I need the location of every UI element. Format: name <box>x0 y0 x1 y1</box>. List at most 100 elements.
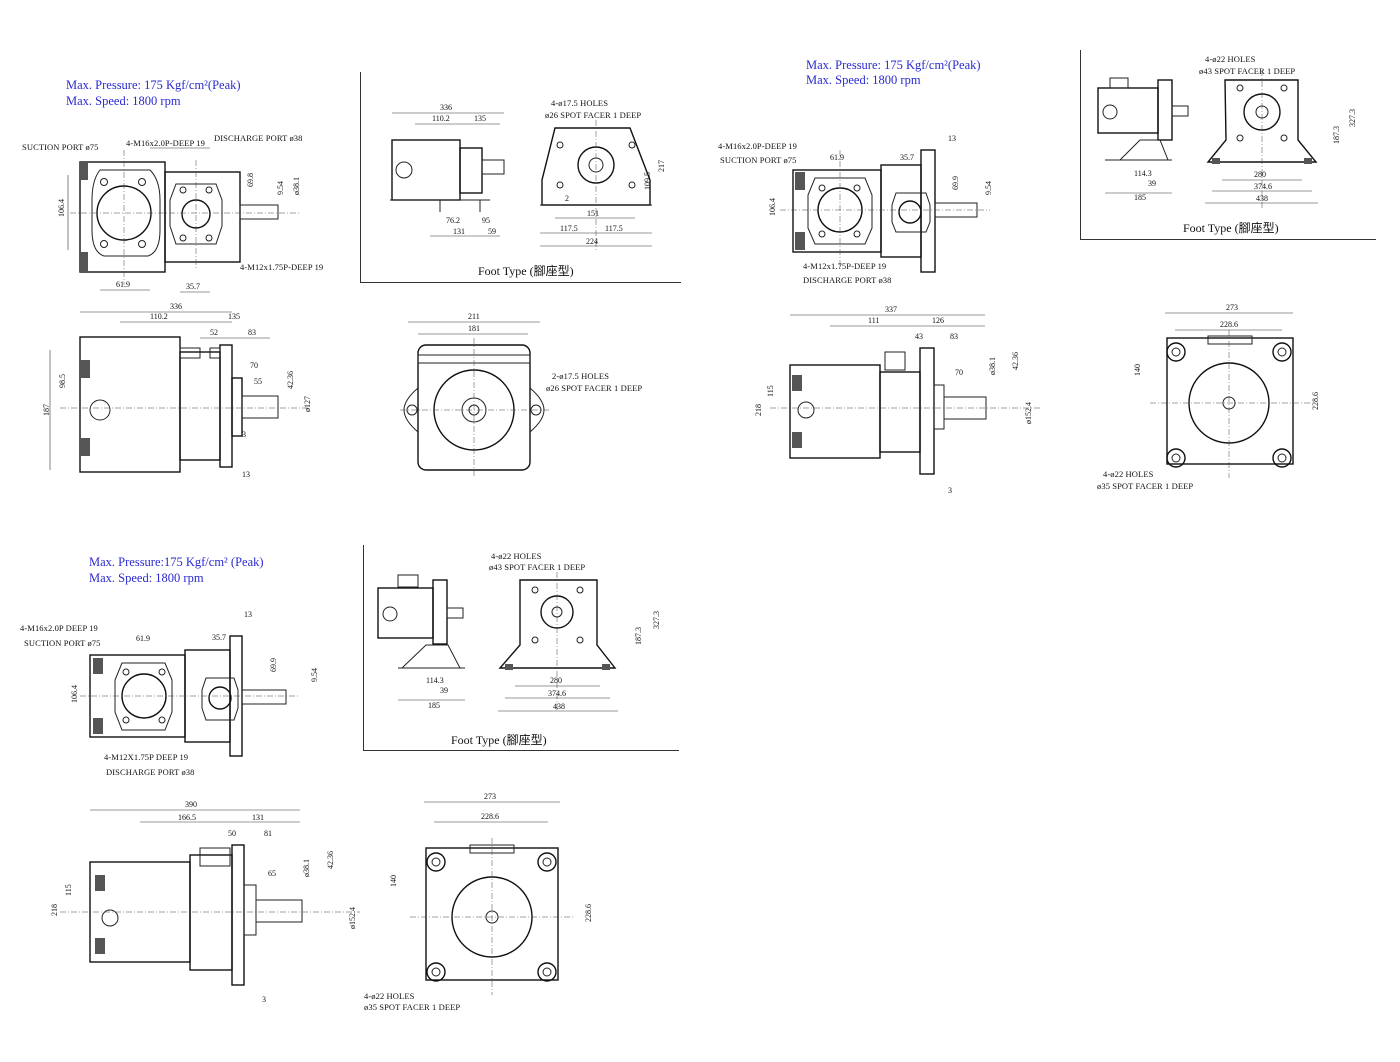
svg-text:374.6: 374.6 <box>548 689 566 698</box>
svg-text:70: 70 <box>250 361 258 370</box>
svg-text:211: 211 <box>468 312 480 321</box>
svg-text:81: 81 <box>264 829 272 838</box>
label-m16-thread: 4-M16x2.0P-DEEP 19 <box>126 138 205 148</box>
foot-type-caption: Foot Type (腳座型) <box>451 733 547 747</box>
label-foot-spotface: ø43 SPOT FACER 1 DEEP <box>489 562 586 572</box>
b3-flange-view: 273 228.6 140 228.6 <box>389 792 593 995</box>
svg-text:117.5: 117.5 <box>560 224 578 233</box>
svg-text:35.7: 35.7 <box>186 282 200 291</box>
label-foot-spotface: ø43 SPOT FACER 1 DEEP <box>1199 66 1296 76</box>
svg-text:131: 131 <box>252 813 264 822</box>
svg-text:9.54: 9.54 <box>984 181 993 195</box>
svg-text:115: 115 <box>766 385 775 397</box>
svg-text:55: 55 <box>254 377 262 386</box>
label-discharge-port: DISCHARGE PORT ø38 <box>214 133 303 143</box>
svg-text:228.6: 228.6 <box>584 904 593 922</box>
svg-text:2: 2 <box>565 194 569 203</box>
svg-text:273: 273 <box>1226 303 1238 312</box>
b1-flange-view: 211 181 <box>400 312 550 478</box>
spec-speed: Max. Speed: 1800 rpm <box>66 94 181 108</box>
svg-text:187.3: 187.3 <box>1332 126 1341 144</box>
svg-text:181: 181 <box>468 324 480 333</box>
svg-text:95: 95 <box>482 216 490 225</box>
svg-text:42.36: 42.36 <box>326 851 335 869</box>
svg-text:126: 126 <box>932 316 944 325</box>
svg-text:59: 59 <box>488 227 496 236</box>
svg-text:135: 135 <box>228 312 240 321</box>
label-suction-port: SUCTION PORT ø75 <box>720 155 797 165</box>
label-m12-thread: 4-M12x1.75P-DEEP 19 <box>803 261 887 271</box>
svg-text:83: 83 <box>248 328 256 337</box>
foot-type-box <box>363 545 679 751</box>
svg-text:9.54: 9.54 <box>310 668 319 682</box>
svg-text:61.9: 61.9 <box>116 280 130 289</box>
svg-text:69.8: 69.8 <box>246 173 255 187</box>
svg-text:42.36: 42.36 <box>286 371 295 389</box>
label-foot-holes: 4-ø22 HOLES <box>491 551 542 561</box>
svg-text:3: 3 <box>262 995 266 1004</box>
svg-text:69.9: 69.9 <box>269 658 278 672</box>
svg-text:109.5: 109.5 <box>643 172 652 190</box>
svg-text:98.5: 98.5 <box>58 374 67 388</box>
svg-text:13: 13 <box>948 134 956 143</box>
label-foot-holes: 4-ø17.5 HOLES <box>551 98 609 108</box>
svg-text:280: 280 <box>1254 170 1266 179</box>
svg-text:218: 218 <box>50 904 59 916</box>
spec-pressure: Max. Pressure:175 Kgf/cm² (Peak) <box>89 555 264 569</box>
svg-text:438: 438 <box>1256 194 1268 203</box>
svg-text:438: 438 <box>553 702 565 711</box>
svg-text:374.6: 374.6 <box>1254 182 1272 191</box>
svg-text:42.36: 42.36 <box>1011 352 1020 370</box>
svg-text:ø38.1: ø38.1 <box>292 177 301 195</box>
spec-pressure: Max. Pressure: 175 Kgf/cm²(Peak) <box>806 58 981 72</box>
svg-text:140: 140 <box>389 875 398 887</box>
svg-text:217: 217 <box>657 160 666 172</box>
svg-text:110.2: 110.2 <box>432 114 450 123</box>
svg-text:273: 273 <box>484 792 496 801</box>
svg-text:ø152.4: ø152.4 <box>1024 402 1033 424</box>
svg-text:117.5: 117.5 <box>605 224 623 233</box>
svg-text:280: 280 <box>550 676 562 685</box>
svg-text:3: 3 <box>242 430 246 439</box>
svg-text:115: 115 <box>64 884 73 896</box>
svg-text:187: 187 <box>42 404 51 416</box>
svg-text:110.2: 110.2 <box>150 312 168 321</box>
svg-text:39: 39 <box>440 686 448 695</box>
label-m16-thread: 4-M16x2.0P DEEP 19 <box>20 623 98 633</box>
svg-text:337: 337 <box>885 305 897 314</box>
svg-text:ø38.1: ø38.1 <box>302 859 311 877</box>
svg-text:224: 224 <box>586 237 598 246</box>
label-m16-thread: 4-M16x2.0P-DEEP 19 <box>718 141 797 151</box>
label-foot-spotface: ø26 SPOT FACER 1 DEEP <box>545 110 642 120</box>
svg-text:140: 140 <box>1133 364 1142 376</box>
svg-text:131: 131 <box>453 227 465 236</box>
svg-text:228.6: 228.6 <box>1311 392 1320 410</box>
svg-text:83: 83 <box>950 332 958 341</box>
svg-text:76.2: 76.2 <box>446 216 460 225</box>
svg-text:390: 390 <box>185 800 197 809</box>
svg-text:327.3: 327.3 <box>652 611 661 629</box>
svg-text:228.6: 228.6 <box>481 812 499 821</box>
svg-text:135: 135 <box>474 114 486 123</box>
foot-type-box <box>360 72 681 283</box>
foot-type-caption: Foot Type (腳座型) <box>1183 221 1279 235</box>
svg-text:187.3: 187.3 <box>634 627 643 645</box>
svg-text:106.4: 106.4 <box>57 199 66 217</box>
svg-text:9.54: 9.54 <box>276 181 285 195</box>
label-flange-holes: 2-ø17.5 HOLES <box>552 371 610 381</box>
svg-text:13: 13 <box>242 470 250 479</box>
svg-text:327.3: 327.3 <box>1348 109 1357 127</box>
svg-text:ø152.4: ø152.4 <box>348 907 357 929</box>
spec-speed: Max. Speed: 1800 rpm <box>806 73 921 87</box>
foot-type-box <box>1080 50 1376 240</box>
svg-text:185: 185 <box>1134 193 1146 202</box>
svg-text:70: 70 <box>955 368 963 377</box>
